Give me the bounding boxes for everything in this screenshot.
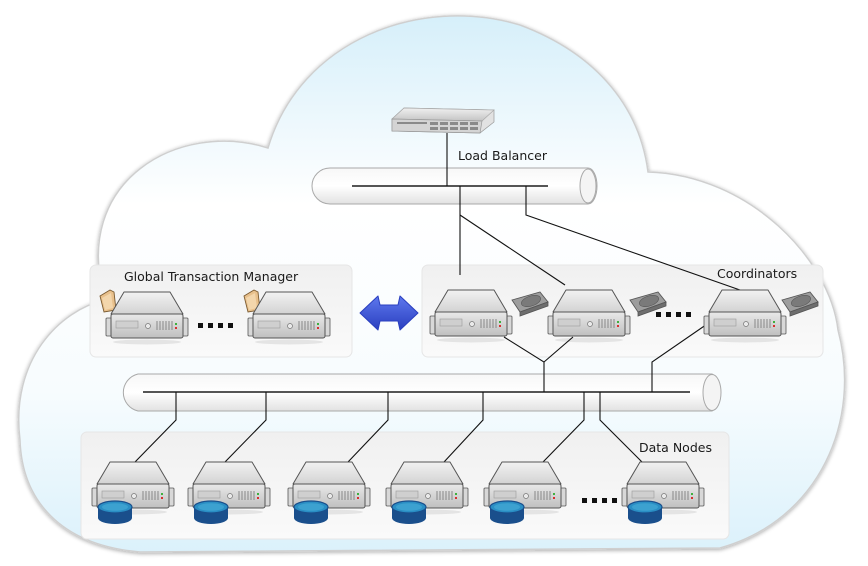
ellipsis	[582, 498, 617, 503]
database-icon	[97, 500, 133, 525]
database-icon	[489, 500, 525, 525]
database-icon	[293, 500, 329, 525]
top-bus	[311, 167, 598, 205]
double-arrow-icon	[359, 295, 419, 331]
data-nodes-label: Data Nodes	[639, 440, 712, 455]
load-balancer-switch[interactable]: Load Balancer	[391, 107, 548, 163]
gtm-label: Global Transaction Manager	[124, 269, 299, 284]
network-wires	[134, 133, 741, 463]
coordinators-label: Coordinators	[717, 266, 797, 281]
database-icon	[193, 500, 229, 525]
database-icon	[627, 500, 663, 525]
ellipsis	[656, 312, 691, 317]
database-icon	[391, 500, 427, 525]
ellipsis	[198, 323, 233, 328]
bottom-bus	[122, 373, 722, 412]
load-balancer-label: Load Balancer	[458, 148, 548, 163]
network-switch-icon	[391, 107, 495, 134]
